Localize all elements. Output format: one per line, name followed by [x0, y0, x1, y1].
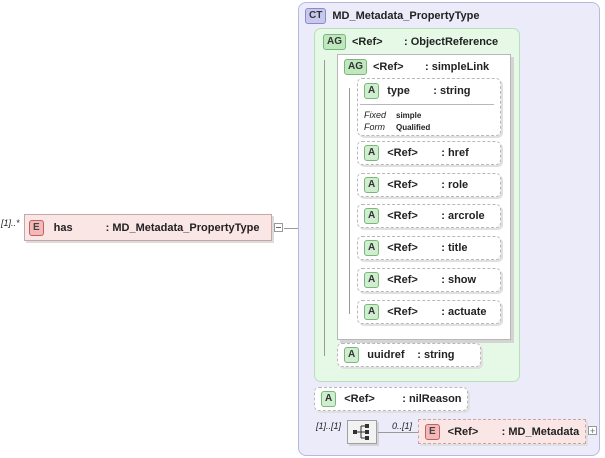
element-multiplicity: [1]..* — [1, 218, 20, 228]
sequence-multiplicity-left: [1]..[1] — [316, 421, 342, 431]
attribute-group-icon: AG — [323, 34, 346, 50]
connector-main — [284, 228, 310, 229]
ref-label: <Ref> — [387, 147, 418, 159]
ref-label: <Ref> — [447, 425, 479, 438]
attribute-name: : role — [441, 179, 469, 191]
attribute-name: : nilReason — [402, 393, 462, 405]
attribute-icon: A — [321, 391, 337, 407]
element-name: has — [53, 221, 73, 234]
ref-label: <Ref> — [387, 210, 418, 222]
attribute-icon: A — [364, 304, 380, 320]
group-name: : simpleLink — [425, 61, 490, 73]
form-label: Form — [364, 122, 385, 132]
attribute-icon: A — [364, 145, 380, 161]
attribute-name: uuidref — [367, 349, 405, 361]
sequence-icon — [353, 424, 369, 440]
attribute-icon: A — [364, 177, 380, 193]
expand-icon[interactable]: + — [588, 426, 597, 436]
attribute-type-value: : string — [417, 349, 455, 361]
attribute-type[interactable]: A type : string Fixed simple Form Qualifie… — [357, 78, 501, 136]
attribute-name: : title — [441, 242, 468, 254]
attribute-title[interactable]: A <Ref> : title — [357, 236, 501, 260]
ref-label: <Ref> — [387, 306, 418, 318]
ref-label: <Ref> — [373, 61, 404, 73]
attribute-role[interactable]: A <Ref> : role — [357, 173, 501, 197]
attribute-name: : show — [441, 274, 477, 286]
attribute-name: : arcrole — [441, 210, 485, 222]
ref-label: <Ref> — [387, 242, 418, 254]
ref-label: <Ref> — [387, 179, 418, 191]
attribute-name: : href — [441, 147, 469, 159]
attribute-actuate[interactable]: A <Ref> : actuate — [357, 300, 501, 324]
complex-type-icon: CT — [305, 8, 327, 24]
connector-inner-attrs — [349, 88, 350, 314]
attribute-name: type — [387, 85, 410, 97]
element-type: : MD_Metadata_PropertyType — [105, 221, 260, 234]
ref-label: <Ref> — [387, 274, 418, 286]
attribute-show[interactable]: A <Ref> : show — [357, 268, 501, 292]
fixed-value: simple — [396, 111, 422, 120]
sequence-compositor[interactable] — [347, 420, 377, 444]
attribute-icon: A — [364, 240, 380, 256]
group-name: : ObjectReference — [404, 36, 499, 48]
attribute-icon: A — [364, 208, 380, 224]
attribute-icon: A — [344, 347, 360, 363]
element-icon: E — [29, 219, 44, 236]
fixed-label: Fixed — [364, 110, 387, 120]
attribute-nilreason[interactable]: A <Ref> : nilReason — [314, 387, 468, 411]
complex-type-name: MD_Metadata_PropertyType — [332, 10, 480, 22]
attribute-group-icon: AG — [344, 59, 367, 75]
element-icon: E — [425, 423, 440, 440]
element-name: : MD_Metadata — [501, 425, 580, 438]
attribute-icon: A — [364, 272, 380, 288]
attribute-icon: A — [364, 83, 380, 99]
attribute-arcrole[interactable]: A <Ref> : arcrole — [357, 204, 501, 228]
collapse-icon[interactable] — [274, 223, 283, 232]
form-value: Qualified — [396, 123, 431, 132]
connector-child — [378, 432, 418, 433]
connector-inner — [324, 60, 325, 356]
attribute-name: : actuate — [441, 306, 487, 318]
attribute-type-value: : string — [433, 85, 471, 97]
ref-label: <Ref> — [344, 393, 375, 405]
child-multiplicity: 0..[1] — [392, 421, 413, 431]
element-md-metadata[interactable]: E <Ref> : MD_Metadata — [418, 419, 586, 444]
element-has[interactable]: E has : MD_Metadata_PropertyType — [24, 214, 272, 241]
attribute-href[interactable]: A <Ref> : href — [357, 141, 501, 165]
ref-label: <Ref> — [352, 36, 383, 48]
